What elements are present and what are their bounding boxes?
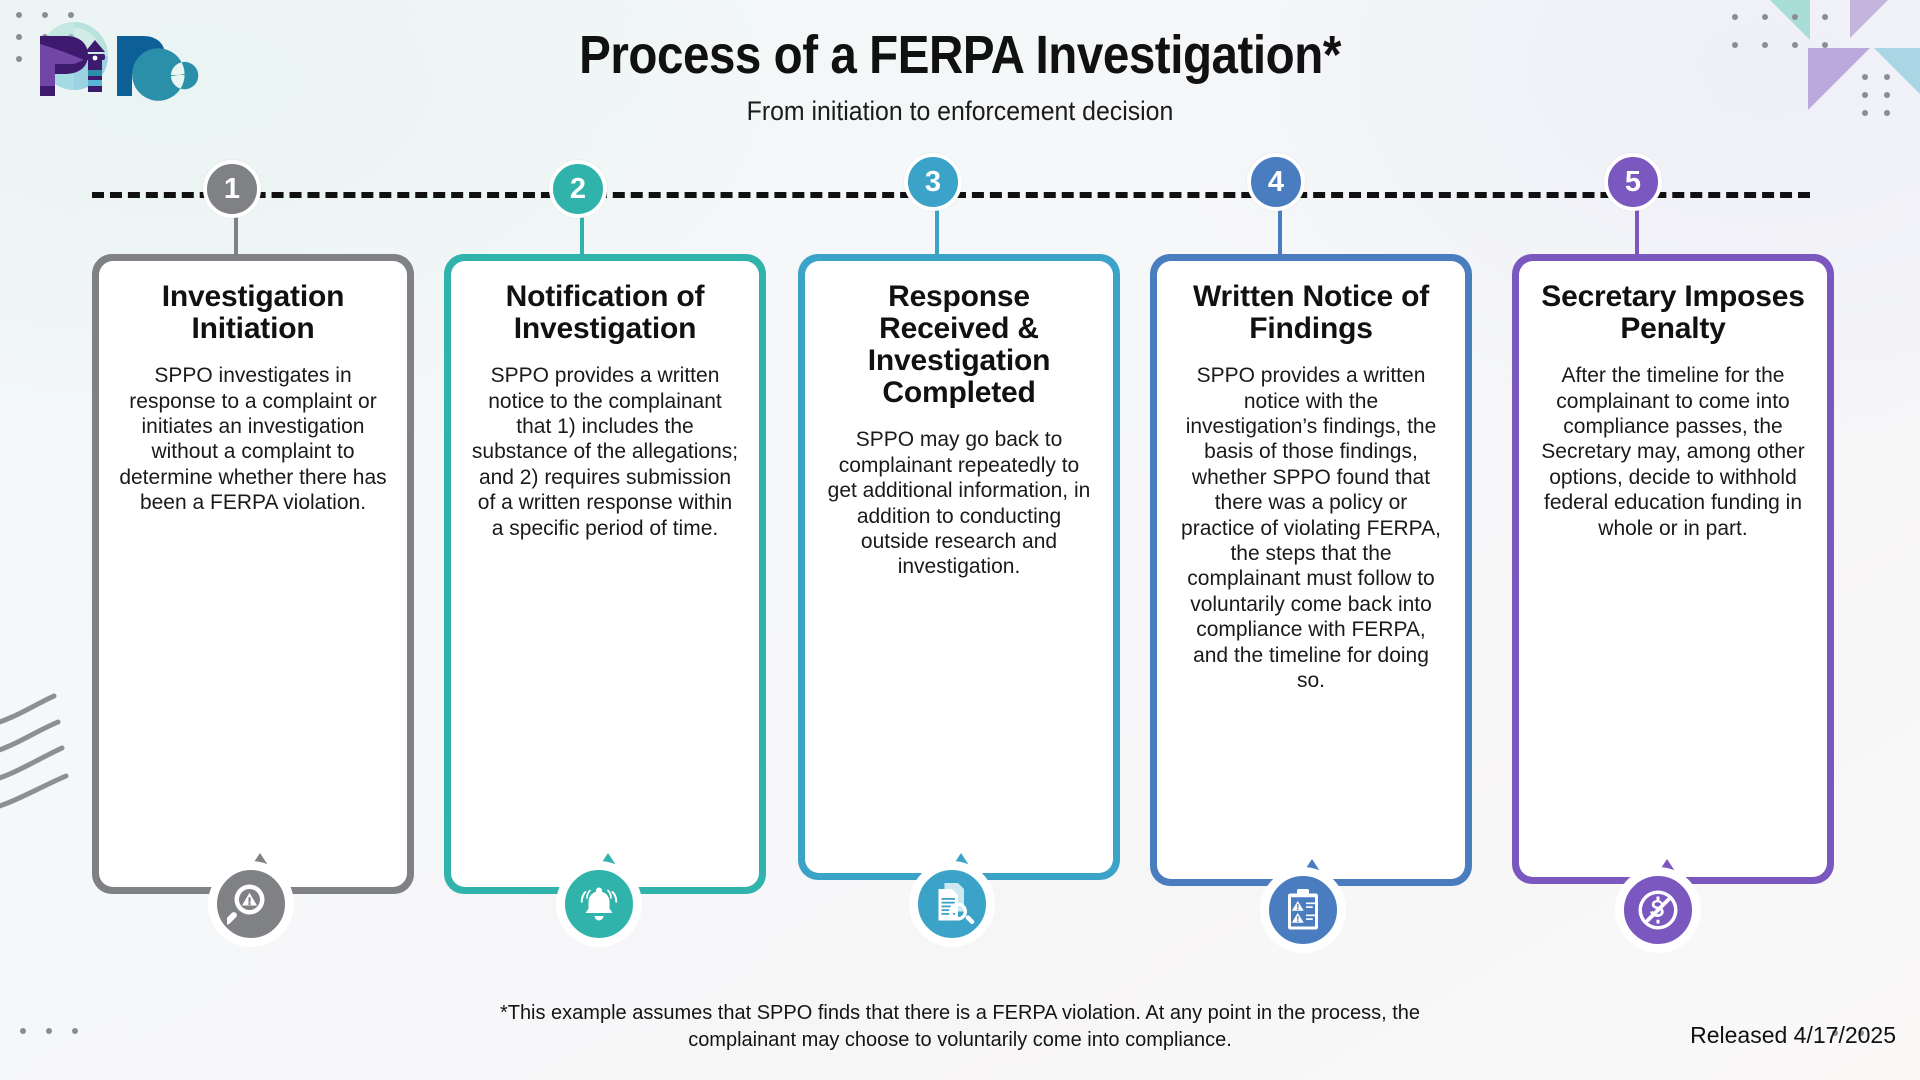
decoration-swoosh-lines bbox=[0, 690, 82, 820]
step-badge-bell-icon[interactable] bbox=[556, 861, 642, 947]
step-badge-documents-search-icon[interactable] bbox=[909, 861, 995, 947]
step-card-inner: Notification of Investigation SPPO provi… bbox=[451, 261, 759, 887]
step-number-3: 3 bbox=[924, 165, 942, 198]
step-stem-1 bbox=[234, 215, 238, 254]
magnifier-warning-icon bbox=[227, 884, 265, 925]
step-badge-no-money-icon[interactable] bbox=[1615, 867, 1701, 953]
page-subtitle: From initiation to enforcement decision bbox=[746, 96, 1174, 126]
step-badge-magnifier-warning-icon[interactable] bbox=[208, 861, 294, 947]
dot-grid-top-right bbox=[1732, 14, 1852, 68]
step-node-2[interactable]: 2 bbox=[549, 160, 607, 218]
step-number-2: 2 bbox=[569, 172, 587, 205]
step-card-title-4: Written Notice of Findings bbox=[1192, 280, 1430, 346]
step-card-3[interactable]: Response Received & Investigation Comple… bbox=[798, 254, 1120, 880]
step-card-1[interactable]: Investigation Initiation SPPO investigat… bbox=[92, 254, 414, 894]
step-card-inner: Investigation Initiation SPPO investigat… bbox=[99, 261, 407, 887]
step-card-inner: Secretary Imposes Penalty After the time… bbox=[1519, 261, 1827, 877]
step-card-inner: Written Notice of Findings SPPO provides… bbox=[1157, 261, 1465, 879]
step-stem-4 bbox=[1278, 208, 1282, 254]
step-card-title-3: Response Received & Investigation Comple… bbox=[867, 280, 1051, 410]
step-card-body-4: SPPO provides a written notice with the … bbox=[1181, 364, 1441, 693]
step-number-4: 4 bbox=[1267, 165, 1285, 198]
dot-grid-bottom-left bbox=[20, 1028, 100, 1058]
step-number-1: 1 bbox=[223, 172, 241, 205]
step-card-2[interactable]: Notification of Investigation SPPO provi… bbox=[444, 254, 766, 894]
step-node-5[interactable]: 5 bbox=[1604, 153, 1662, 211]
swoosh-icon bbox=[0, 693, 69, 809]
pipc-logo-icon bbox=[40, 22, 199, 101]
step-stem-3 bbox=[935, 208, 939, 254]
step-card-body-3: SPPO may go back to complainant repeated… bbox=[827, 428, 1091, 579]
step-card-title-5: Secretary Imposes Penalty bbox=[1541, 280, 1805, 346]
step-stem-5 bbox=[1635, 208, 1639, 254]
dot-grid-corner-right bbox=[1862, 74, 1906, 132]
step-stem-2 bbox=[580, 215, 584, 254]
step-number-5: 5 bbox=[1624, 165, 1642, 198]
step-card-body-1: SPPO investigates in response to a compl… bbox=[119, 364, 387, 515]
pipc-logo bbox=[22, 14, 202, 102]
step-card-body-5: After the timeline for the complainant t… bbox=[1541, 364, 1805, 540]
header: Process of a FERPA Investigation* From i… bbox=[0, 24, 1920, 127]
step-card-body-2: SPPO provides a written notice to the co… bbox=[471, 364, 739, 540]
clipboard-warning-icon bbox=[1288, 889, 1318, 930]
bell-icon bbox=[580, 887, 618, 921]
dot-grid-bottom-right bbox=[1832, 1030, 1902, 1060]
step-card-inner: Response Received & Investigation Comple… bbox=[805, 261, 1113, 873]
step-node-4[interactable]: 4 bbox=[1247, 153, 1305, 211]
step-node-3[interactable]: 3 bbox=[904, 153, 962, 211]
step-card-4[interactable]: Written Notice of Findings SPPO provides… bbox=[1150, 254, 1472, 886]
released-date: Released 4/17/2025 bbox=[1690, 1022, 1896, 1048]
footnote: *This example assumes that SPPO finds th… bbox=[499, 1002, 1421, 1051]
no-money-icon bbox=[1638, 890, 1678, 930]
step-card-title-1: Investigation Initiation bbox=[161, 280, 345, 346]
page-title: Process of a FERPA Investigation* bbox=[579, 25, 1341, 85]
step-card-5[interactable]: Secretary Imposes Penalty After the time… bbox=[1512, 254, 1834, 884]
documents-search-icon bbox=[938, 883, 975, 925]
step-node-1[interactable]: 1 bbox=[203, 160, 261, 218]
step-card-title-2: Notification of Investigation bbox=[505, 280, 705, 346]
step-badge-clipboard-warning-icon[interactable] bbox=[1260, 867, 1346, 953]
